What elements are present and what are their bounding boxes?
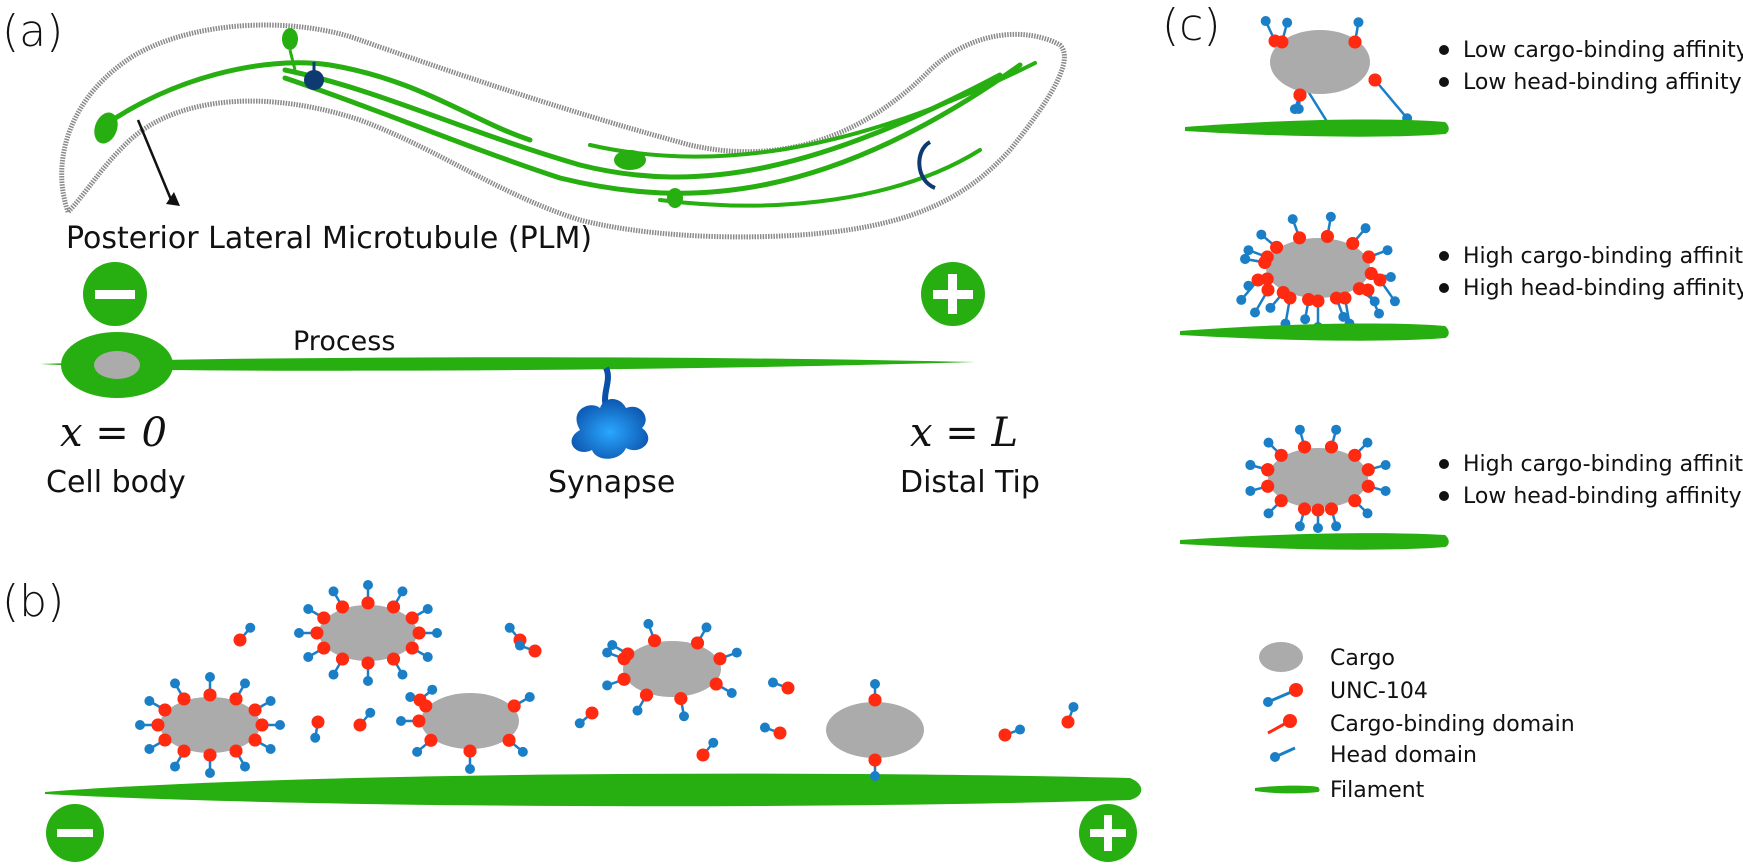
cargo-vesicle (826, 679, 924, 781)
worm-neuron-soma (614, 150, 646, 170)
neuron-process-filament (40, 357, 975, 371)
unc104-motor (1368, 73, 1413, 124)
cargo-body (1268, 448, 1368, 508)
affinity-text: Low cargo-binding affinity (1463, 38, 1743, 63)
cargo-vesicle (294, 580, 442, 686)
synapse-label: Synapse (548, 465, 675, 500)
legend-cargo-label: Cargo (1330, 646, 1395, 671)
tether-motors (1236, 273, 1400, 332)
panel-label-c: (c) (1162, 0, 1221, 51)
unc104-motor (353, 707, 376, 732)
cargo-body (160, 697, 260, 753)
worm-neuron-soma (94, 112, 118, 144)
affinity-row-1: Low cargo-binding affinity Low head-bind… (1439, 38, 1743, 95)
legend-head-domain-label: Head domain (1330, 743, 1477, 768)
legend-filament-icon (1255, 785, 1320, 794)
affinity-row-3: High cargo-binding affinity Low head-bin… (1439, 452, 1743, 509)
distal-tip-label: Distal Tip (900, 465, 1040, 500)
legend-cargo-domain-label: Cargo-binding domain (1330, 712, 1575, 737)
unc104-motor (310, 715, 325, 743)
legend: Cargo UNC-104 Cargo-binding domain Head … (1255, 642, 1575, 803)
tether-motors (1311, 503, 1325, 533)
legend-head-domain-icon (1270, 746, 1296, 762)
affinity-row-2: High cargo-binding affinity High head-bi… (1439, 244, 1743, 301)
legend-unc104-icon (1263, 683, 1303, 707)
cargo-body (623, 641, 721, 697)
unc104-motor (759, 722, 787, 740)
filament-c3 (1180, 533, 1449, 550)
xl-label: x = L (910, 410, 1018, 456)
unc104-motor (1236, 273, 1265, 305)
plm-label: Posterior Lateral Microtubule (PLM) (66, 221, 592, 256)
cargo-body (826, 702, 924, 758)
filament-b (45, 773, 1142, 807)
worm-neuron-soma (282, 28, 298, 50)
filament-c1 (1185, 119, 1449, 137)
affinity-text: Low head-binding affinity (1463, 484, 1742, 509)
cargo-vesicle (1260, 16, 1413, 135)
worm-neuron-soma (667, 188, 683, 208)
unc104-motor (1361, 283, 1384, 319)
worm-navy-hook (917, 140, 936, 190)
unc104-motor (1348, 17, 1364, 49)
cargo-body (1266, 238, 1370, 298)
unc104-motor (413, 684, 438, 707)
unc104-motor (1250, 283, 1275, 318)
unc104-motor (1311, 503, 1325, 533)
legend-unc104-label: UNC-104 (1330, 679, 1428, 704)
minus-sign-icon (46, 804, 104, 862)
legend-cargo-icon (1259, 642, 1303, 672)
cell-nucleus (94, 351, 140, 379)
unc104-motor (1373, 273, 1400, 307)
unc104-motor (574, 706, 599, 729)
panel-label-b: (b) (2, 576, 64, 627)
worm-outline (59, 22, 1067, 240)
unc104-motor (514, 640, 542, 658)
legend-filament-label: Filament (1330, 778, 1425, 803)
plm-arrow (136, 119, 180, 206)
cargo-layer (135, 16, 1413, 781)
worm-neuron-stalk (288, 49, 297, 71)
cargo-body (421, 693, 519, 749)
unc104-motor (767, 677, 795, 695)
cargo-vesicle (135, 672, 285, 778)
legend-cargo-domain-icon (1267, 714, 1297, 735)
unc104-motor (696, 737, 719, 762)
minus-sign-icon (83, 262, 147, 326)
panel-label-a: (a) (2, 6, 63, 57)
plus-sign-icon (1079, 804, 1137, 862)
cargo-vesicle (602, 618, 742, 722)
cargo-vesicle (1245, 424, 1391, 532)
plus-sign-icon (921, 262, 985, 326)
affinity-text: High cargo-binding affinity (1463, 452, 1743, 477)
x0-label: x = 0 (60, 410, 167, 456)
panel-c-cargoes (1236, 16, 1413, 533)
cargo-body (319, 605, 417, 661)
process-label: Process (293, 326, 395, 357)
filament-c2 (1180, 323, 1449, 341)
worm-neurons (102, 60, 1037, 208)
cell-body-label: Cell body (46, 465, 186, 500)
unc104-motor (1293, 88, 1307, 114)
affinity-text: High head-binding affinity (1463, 276, 1743, 301)
unc104-motor (1061, 701, 1079, 729)
unc104-motor (998, 724, 1026, 742)
affinity-text: Low head-binding affinity (1463, 70, 1742, 95)
unc104-motor (233, 622, 256, 647)
synapse-icon (571, 366, 649, 459)
affinity-text: High cargo-binding affinity (1463, 244, 1743, 269)
worm-synapse-dot (304, 70, 324, 90)
